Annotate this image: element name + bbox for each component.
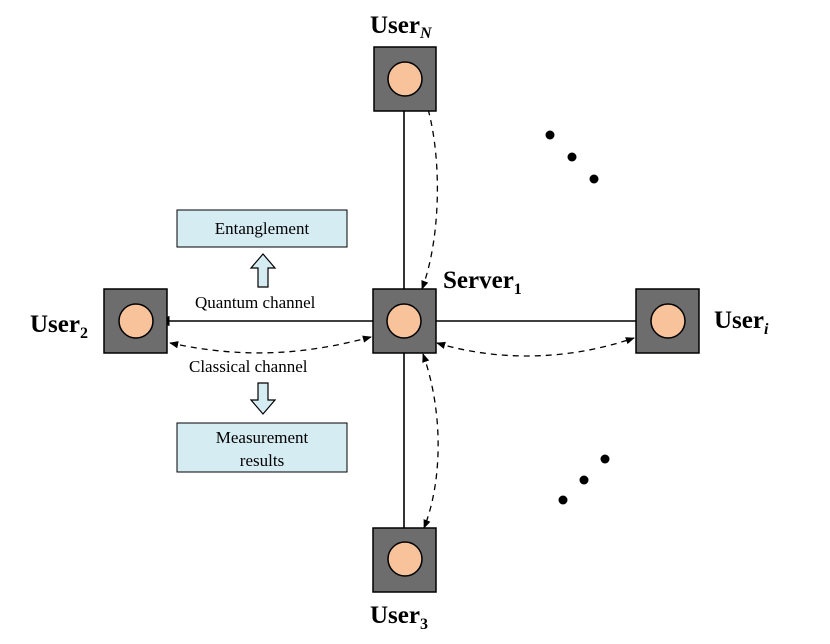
- entanglement-text: Entanglement: [215, 219, 310, 238]
- ellipsis-icon: [545, 130, 599, 184]
- server-label: Server1: [443, 267, 522, 298]
- entanglement-box: Entanglement: [176, 209, 348, 248]
- quantum-channel-label: Quantum channel: [195, 293, 316, 312]
- user-3-label: User3: [370, 602, 428, 633]
- server-node: [372, 288, 437, 354]
- measurement-text-line2: results: [240, 451, 284, 470]
- user-3-node: [372, 527, 437, 593]
- user-i-label: Useri: [714, 307, 769, 338]
- ellipsis-icon-lower: [558, 454, 610, 505]
- user-n-label: UserN: [370, 12, 433, 42]
- user-i-node: [635, 288, 700, 354]
- measurement-results-box: Measurement results: [176, 422, 348, 473]
- measurement-text-line1: Measurement: [216, 428, 309, 447]
- user-n-node: [373, 46, 437, 112]
- classical-curve-user-3: [422, 353, 439, 529]
- classical-channel-label: Classical channel: [189, 357, 308, 376]
- user-2-node: [103, 288, 168, 354]
- user-2-label: User2: [30, 311, 88, 342]
- up-arrow-icon: [249, 253, 277, 288]
- classical-curve-user-i: [436, 337, 635, 357]
- classical-curve-user-n: [421, 98, 439, 290]
- classical-curve-user-2: [169, 335, 372, 354]
- down-arrow-icon: [249, 382, 277, 415]
